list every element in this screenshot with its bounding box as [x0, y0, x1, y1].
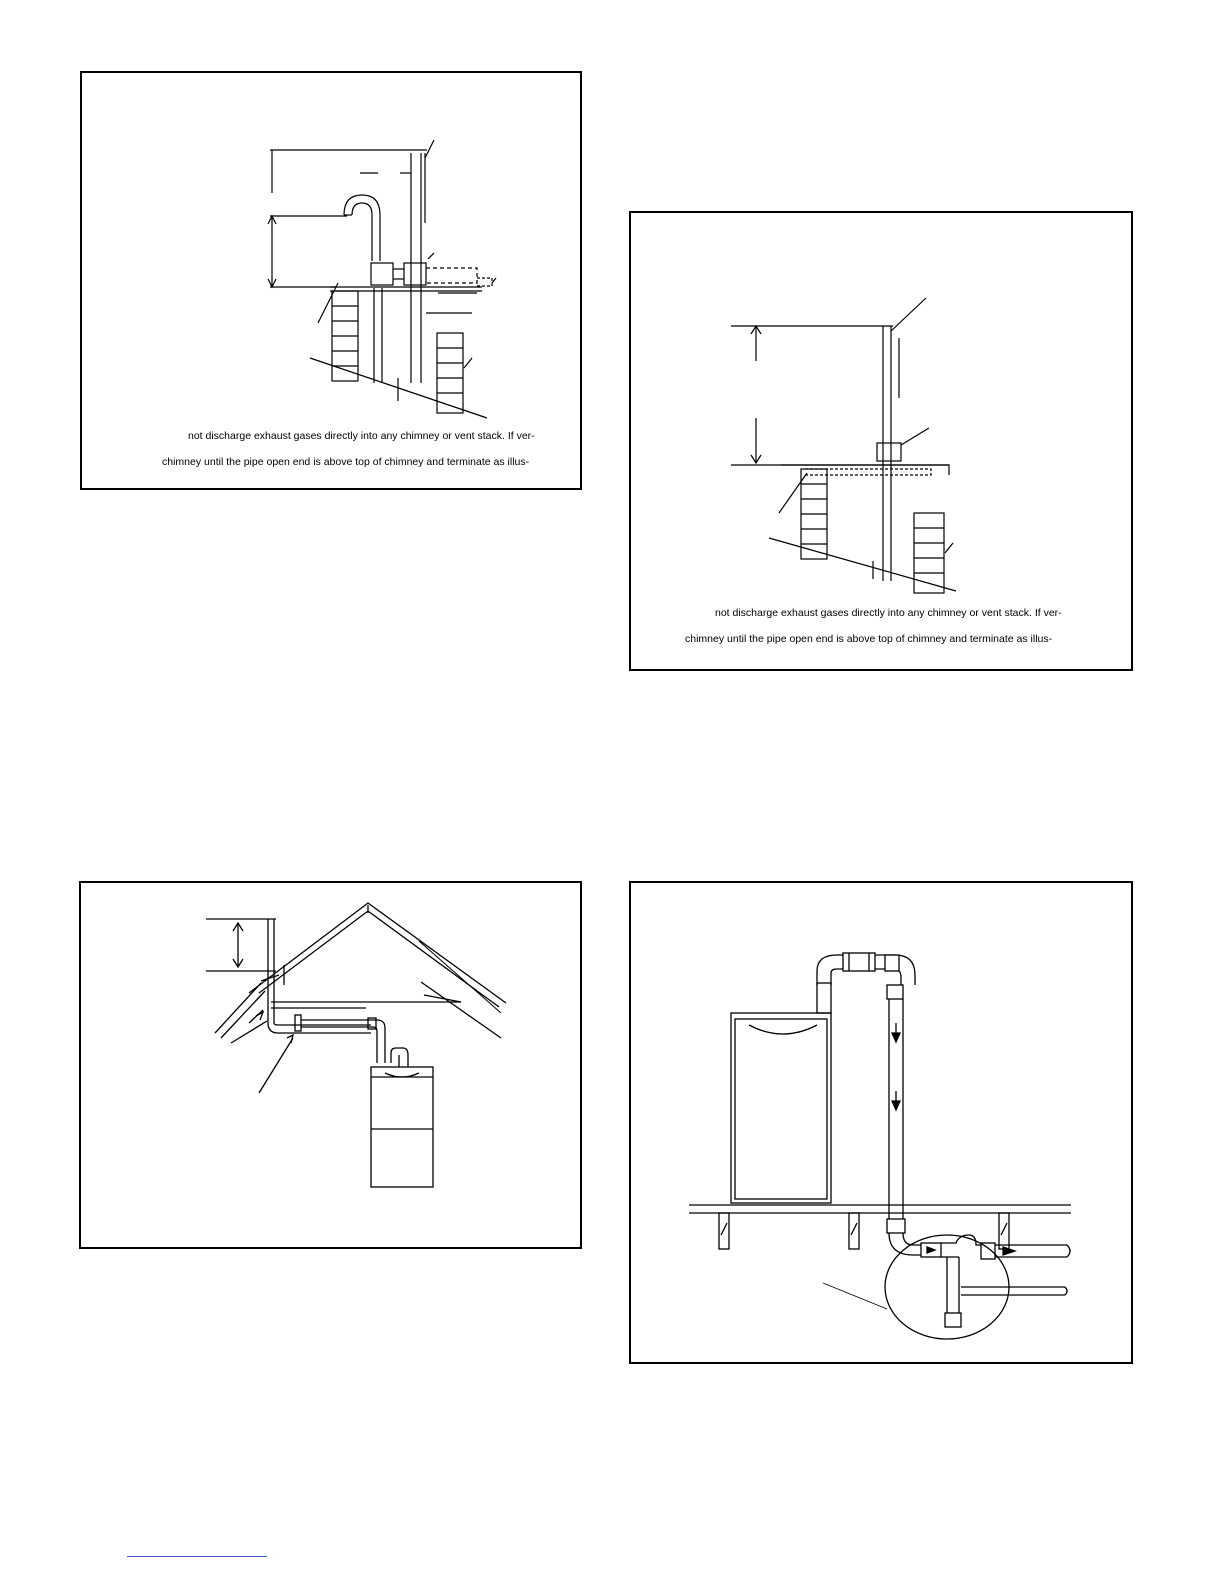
figure-attic-roof-vent [79, 881, 582, 1249]
figure-chimney-vent-straight: not discharge exhaust gases directly int… [629, 211, 1133, 671]
caption-line: not discharge exhaust gases directly int… [715, 607, 1062, 619]
condensate-drain-drawing [689, 952, 1071, 1340]
chimney-vent-offset-drawing [267, 139, 497, 419]
attic-roof-vent-drawing [206, 902, 507, 1188]
caption-line: chimney until the pipe open end is above… [162, 456, 530, 468]
figure-chimney-vent-offset: not discharge exhaust gases directly int… [80, 71, 582, 490]
caption-line: not discharge exhaust gases directly int… [188, 430, 535, 442]
chimney-vent-straight-drawing [731, 297, 957, 594]
figure-condensate-drain [629, 881, 1133, 1364]
caption-line: chimney until the pipe open end is above… [685, 633, 1053, 645]
footer-link-underline [127, 1556, 267, 1557]
